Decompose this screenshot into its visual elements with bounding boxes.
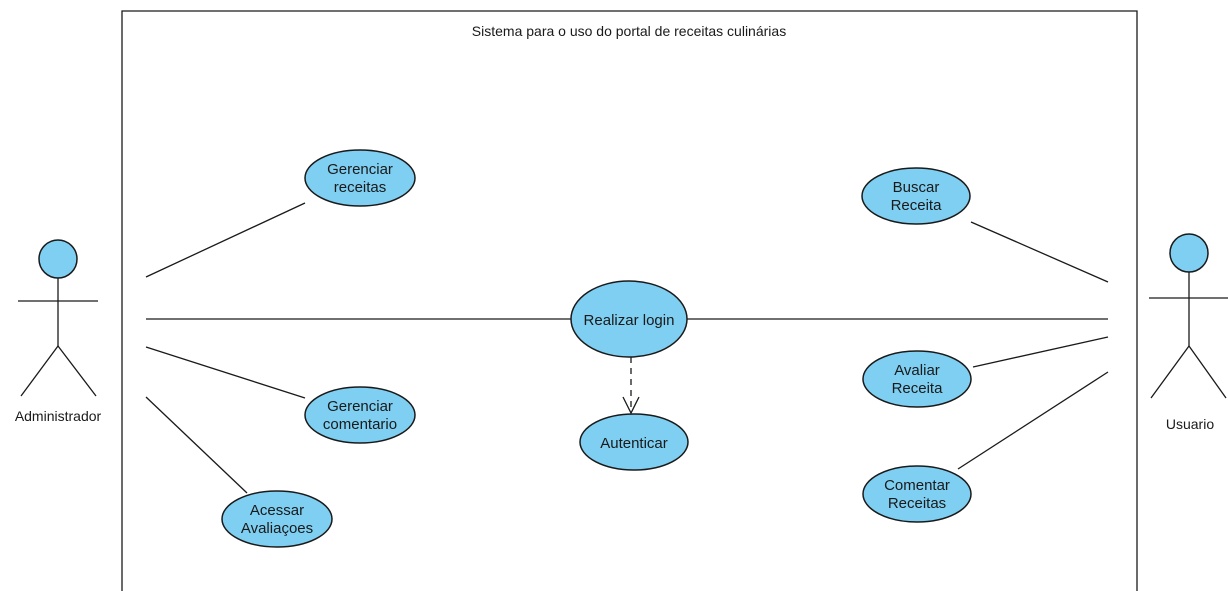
actor-usuario[interactable]: Usuario — [1149, 233, 1228, 432]
user-associations — [687, 221, 1109, 470]
use-case-label: Receita — [891, 197, 943, 214]
use-case-label: Avaliar — [894, 362, 940, 379]
use-case-acessar-avaliacoes[interactable]: Acessar Avaliaçoes — [221, 490, 333, 548]
actor-administrador[interactable]: Administrador — [15, 239, 102, 424]
assoc-user-buscar-receita — [970, 221, 1109, 283]
use-case-label: Receita — [892, 380, 944, 397]
use-case-label: Realizar login — [584, 312, 675, 329]
use-case-label: Acessar — [250, 502, 304, 519]
use-case-gerenciar-receitas[interactable]: Gerenciar receitas — [304, 149, 416, 207]
assoc-user-comentar-receitas — [957, 371, 1109, 470]
actor-label-usuario: Usuario — [1166, 416, 1214, 432]
system-title: Sistema para o uso do portal de receitas… — [472, 23, 786, 39]
actor-label-administrador: Administrador — [15, 408, 102, 424]
use-case-label: Gerenciar — [327, 398, 393, 415]
use-case-label: comentario — [323, 416, 397, 433]
use-case-gerenciar-comentario[interactable]: Gerenciar comentario — [304, 386, 416, 444]
system-boundary: Sistema para o uso do portal de receitas… — [121, 10, 1138, 591]
use-case-label: Gerenciar — [327, 161, 393, 178]
assoc-user-avaliar-receita — [972, 336, 1109, 368]
use-case-label: Avaliaçoes — [241, 520, 313, 537]
include-arrow — [622, 357, 640, 415]
use-case-label: receitas — [334, 179, 387, 196]
use-case-avaliar-receita[interactable]: Avaliar Receita — [862, 350, 972, 408]
use-case-buscar-receita[interactable]: Buscar Receita — [861, 167, 971, 225]
use-case-label: Receitas — [888, 495, 946, 512]
use-case-label: Comentar — [884, 477, 950, 494]
actor-head-icon — [1169, 233, 1209, 273]
use-case-autenticar[interactable]: Autenticar — [579, 413, 689, 471]
admin-associations — [145, 202, 571, 494]
assoc-admin-acessar-avaliacoes — [145, 396, 248, 494]
assoc-admin-gerenciar-receitas — [145, 202, 306, 278]
assoc-admin-gerenciar-comentario — [145, 346, 306, 399]
actor-head-icon — [38, 239, 78, 279]
use-case-label: Buscar — [893, 179, 940, 196]
use-case-realizar-login[interactable]: Realizar login — [570, 280, 688, 358]
use-case-comentar-receitas[interactable]: Comentar Receitas — [862, 465, 972, 523]
use-case-label: Autenticar — [600, 435, 668, 452]
